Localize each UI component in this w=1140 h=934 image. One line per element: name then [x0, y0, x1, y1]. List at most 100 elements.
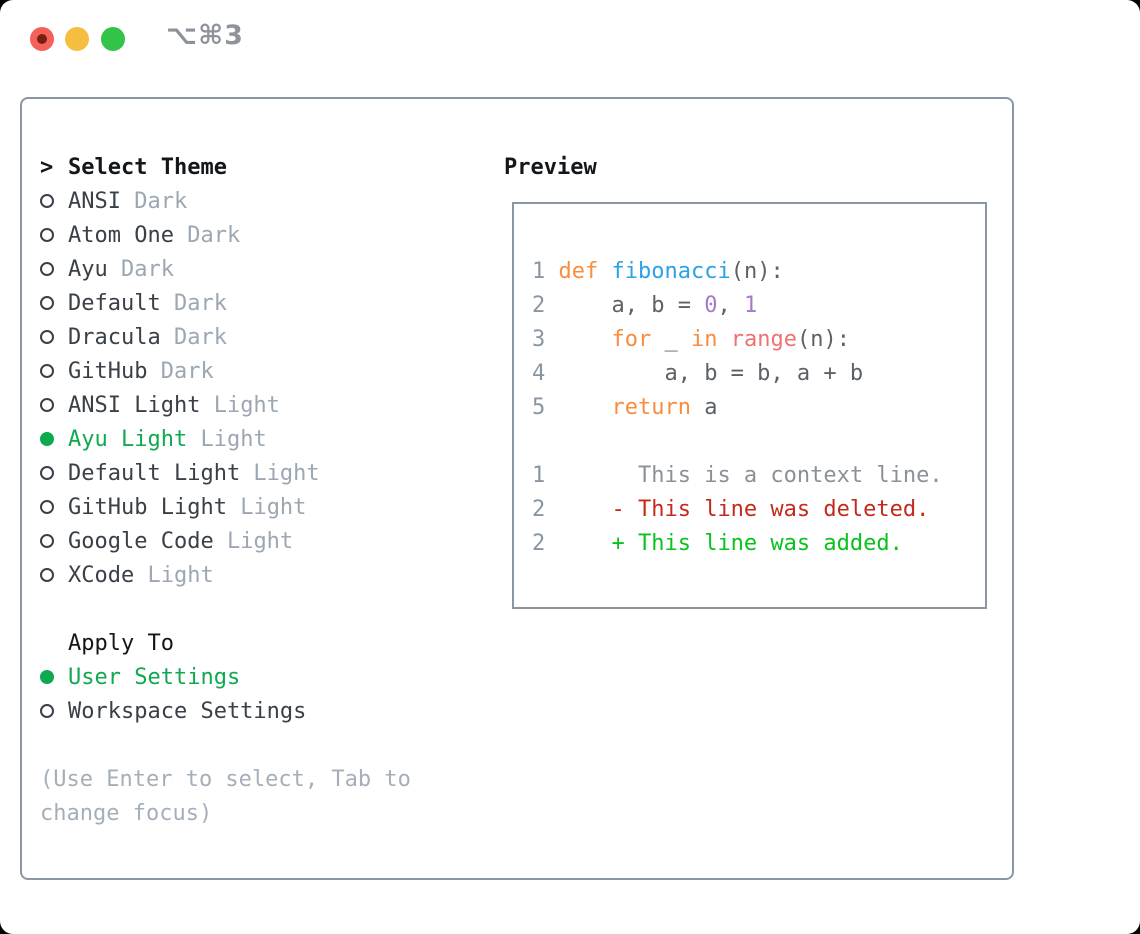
theme-option-ayu-light[interactable]: Ayu Light Light — [40, 422, 411, 456]
theme-variant: Dark — [120, 188, 188, 214]
radio-cell — [40, 466, 68, 480]
theme-variant: Light — [226, 494, 307, 520]
theme-variant: Light — [213, 528, 294, 554]
radio-icon — [40, 296, 54, 310]
section-header-label: Apply To — [68, 630, 174, 656]
theme-option-github-light[interactable]: GitHub Light Light — [40, 490, 411, 524]
theme-option-atom-one[interactable]: Atom One Dark — [40, 218, 411, 252]
theme-variant: Dark — [173, 222, 241, 248]
option-label: User Settings — [68, 664, 241, 690]
apply-option-workspace-settings[interactable]: Workspace Settings — [40, 694, 411, 728]
preview-line-4: 4 a, b = b, a + b — [532, 356, 943, 390]
theme-name: Dracula — [68, 324, 161, 350]
code-segment: a, b = b, a + b — [558, 360, 864, 386]
preview-line-1: 1 def fibonacci(n): — [532, 254, 943, 288]
radio-selected-icon — [40, 670, 54, 684]
radio-icon — [40, 704, 54, 718]
maximize-button[interactable] — [101, 27, 125, 51]
code-segment: def — [558, 258, 599, 284]
radio-icon — [40, 500, 54, 514]
theme-name: XCode — [68, 562, 135, 588]
code-segment: (n): — [730, 258, 784, 284]
code-segment: for — [611, 326, 652, 352]
focus-caret-icon: > — [40, 154, 54, 180]
theme-option-github[interactable]: GitHub Dark — [40, 354, 411, 388]
radio-icon — [40, 330, 54, 344]
theme-name: Default Light — [68, 460, 241, 486]
theme-name: Ayu — [68, 256, 108, 282]
preview-line-5: 5 return a — [532, 390, 943, 424]
radio-icon — [40, 364, 54, 378]
preview-line-7: 1 This is a context line. — [532, 458, 943, 492]
code-segment: , — [717, 292, 744, 318]
code-segment: return — [611, 394, 691, 420]
radio-cell — [40, 534, 68, 548]
theme-option-default[interactable]: Default Dark — [40, 286, 411, 320]
theme-option-xcode[interactable]: XCode Light — [40, 558, 411, 592]
apply-to-header: Apply To — [40, 626, 411, 660]
theme-option-google-code[interactable]: Google Code Light — [40, 524, 411, 558]
theme-name: Ayu Light — [68, 426, 188, 452]
code-segment: a, b = — [558, 292, 705, 318]
code-segment: in — [690, 326, 718, 352]
help-text-line: (Use Enter to select, Tab to — [40, 766, 411, 792]
radio-icon — [40, 398, 54, 412]
theme-name: ANSI Light — [68, 392, 201, 418]
blank-row — [40, 728, 411, 762]
code-segment: 1 — [743, 292, 758, 318]
code-segment: 2 — [532, 496, 559, 522]
window-shortcut-label: ⌥⌘3 — [166, 20, 244, 51]
theme-option-default-light[interactable]: Default Light Light — [40, 456, 411, 490]
code-segment — [559, 327, 612, 352]
radio-cell — [40, 296, 68, 310]
theme-name: GitHub — [68, 358, 148, 384]
code-segment: 1 — [532, 462, 559, 488]
code-segment: 2 — [532, 530, 559, 556]
radio-cell — [40, 432, 68, 446]
radio-icon — [40, 228, 54, 242]
theme-option-dracula[interactable]: Dracula Dark — [40, 320, 411, 354]
radio-cell — [40, 568, 68, 582]
theme-variant: Dark — [160, 290, 227, 316]
code-segment: fibonacci — [611, 258, 731, 284]
minimize-button[interactable] — [65, 27, 89, 51]
radio-selected-icon — [40, 432, 54, 446]
theme-option-ansi-light[interactable]: ANSI Light Light — [40, 388, 411, 422]
close-button[interactable] — [30, 27, 54, 51]
radio-cell — [40, 262, 68, 276]
preview-line-9: 2 + This line was added. — [532, 526, 943, 560]
code-segment: 5 — [532, 394, 559, 420]
option-label: Workspace Settings — [68, 698, 307, 724]
radio-cell — [40, 500, 68, 514]
code-segment: 4 — [532, 360, 559, 386]
code-segment — [598, 259, 611, 284]
preview-line-8: 2 - This line was deleted. — [532, 492, 943, 526]
code-segment: This is a context line. — [558, 462, 943, 488]
theme-variant: Light — [200, 392, 280, 418]
apply-option-user-settings[interactable]: User Settings — [40, 660, 411, 694]
code-segment — [717, 327, 730, 352]
theme-name: GitHub Light — [68, 494, 227, 520]
theme-option-ansi[interactable]: ANSI Dark — [40, 184, 411, 218]
code-segment: 1 — [532, 258, 559, 284]
theme-variant: Light — [134, 562, 214, 588]
theme-option-ayu[interactable]: Ayu Dark — [40, 252, 411, 286]
code-segment: _ — [651, 326, 691, 352]
theme-name: Atom One — [68, 222, 174, 248]
code-segment: range — [730, 326, 797, 352]
preview-line-3: 3 for _ in range(n): — [532, 322, 943, 356]
theme-name: ANSI — [68, 188, 121, 214]
code-segment: - This line was deleted. — [558, 496, 930, 522]
select-theme-header: >Select Theme — [40, 150, 411, 184]
radio-icon — [40, 194, 54, 208]
radio-cell — [40, 704, 68, 718]
theme-variant: Dark — [147, 358, 214, 384]
radio-cell — [40, 228, 68, 242]
radio-cell — [40, 330, 68, 344]
radio-icon — [40, 534, 54, 548]
